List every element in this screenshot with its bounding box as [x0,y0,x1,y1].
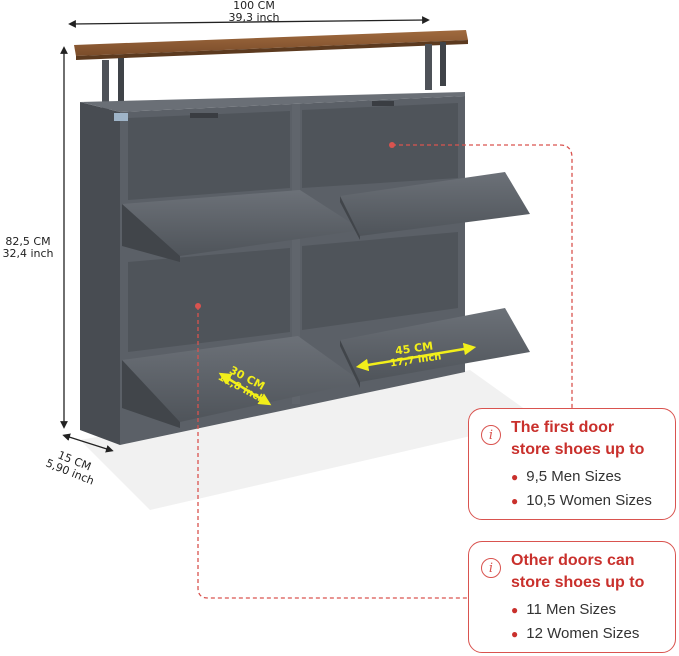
list-item: ● 11 Men Sizes [511,598,639,622]
callout-first-door-heading-line2: store shoes up to [511,441,645,458]
compartment-bottom-left [128,248,290,352]
info-icon: i [481,558,501,578]
list-item-text: 11 Men Sizes [526,601,617,618]
list-item-text: 9,5 Men Sizes [526,468,622,485]
callout-first-door-heading-line1: The first door [511,419,615,436]
compartment-top-left [128,111,290,200]
callout-first-door: i The first door store shoes up to ● 9,5 … [468,408,676,520]
tray-depth-arrow [218,372,272,406]
height-cm-text: 82,5 CM [5,235,51,248]
list-item: ● 9,5 Men Sizes [511,465,652,489]
tray-upper-right-side [340,196,360,240]
tray-width-arrow [355,342,477,372]
width-inch-text: 39,3 inch [228,11,280,24]
callout-other-doors: i Other doors can store shoes up to ● 11 … [468,541,676,653]
center-divider [292,104,300,404]
height-label: 82,5 CM 32,4 inch [0,236,56,260]
callout-other-doors-heading: Other doors can store shoes up to [511,550,644,594]
bullet-dot: ● [511,470,519,484]
leader-line-first-door [392,144,573,410]
tray-upper-left [122,190,362,256]
list-item-text: 12 Women Sizes [526,625,640,642]
compartment-bottom-right [302,232,458,330]
tray-lower-left-side [122,360,180,428]
width-arrow [68,16,430,28]
tray-upper-left-side [122,204,180,262]
post-right-back [440,42,446,86]
callout-first-door-list: ● 9,5 Men Sizes ● 10,5 Women Sizes [511,465,652,513]
bullet-dot: ● [511,627,519,641]
post-left-front [102,60,109,110]
callout-other-doors-list: ● 11 Men Sizes ● 12 Women Sizes [511,598,639,646]
tray-lower-right-side [340,340,360,388]
callout-first-door-heading: The first door store shoes up to [511,417,644,461]
list-item: ● 12 Women Sizes [511,622,639,646]
info-icon: i [481,425,501,445]
height-inch-text: 32,4 inch [2,247,54,260]
bullet-dot: ● [511,494,519,508]
callout-other-doors-heading-line1: Other doors can [511,552,635,569]
top-label-left [190,113,218,118]
wooden-top [74,30,468,56]
leader-line-other-doors [197,306,468,599]
tray-upper-right [340,172,530,236]
post-right-front [425,44,432,90]
wooden-top-edge [76,40,468,60]
callout-other-doors-heading-line2: store shoes up to [511,574,645,591]
cabinet-top [80,92,465,112]
top-label-right [372,101,394,106]
brand-badge [114,113,128,121]
list-item: ● 10,5 Women Sizes [511,489,652,513]
width-cm-text: 100 CM [233,0,275,12]
bullet-dot: ● [511,603,519,617]
floor-shadow [80,370,540,510]
post-left-back [118,58,124,106]
compartment-top-right [302,103,458,188]
cabinet-side [80,102,120,445]
width-label: 100 CM 39,3 inch [214,0,294,24]
list-item-text: 10,5 Women Sizes [526,492,652,509]
depth-arrow [62,433,114,453]
